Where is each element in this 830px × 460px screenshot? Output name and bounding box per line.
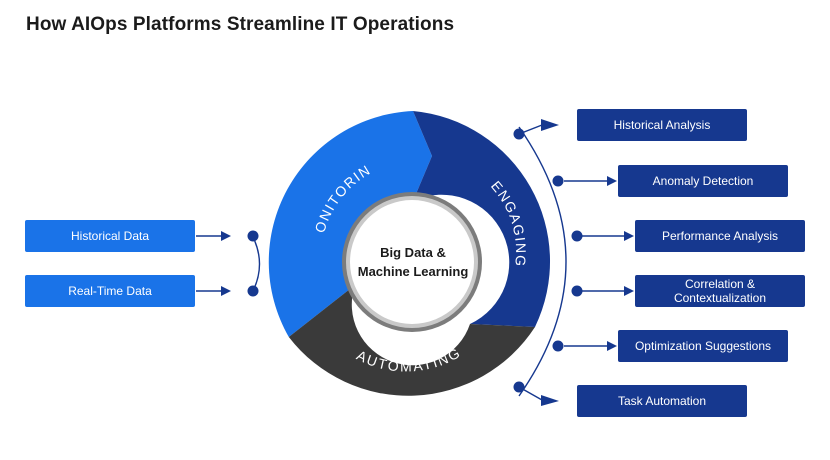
output-dot-5 [552,340,564,352]
output-dot-1 [513,128,525,140]
input-connectors [196,235,261,292]
output-arc [518,126,567,397]
input-dot-1 [247,230,259,242]
output-dot-2 [552,175,564,187]
output-box-task-automation: Task Automation [577,385,747,417]
output-box-performance-analysis: Performance Analysis [635,220,805,252]
output-connectors [518,124,625,401]
automating-segment [288,285,535,396]
output-arrowheads [541,119,634,406]
output-box-historical-analysis: Historical Analysis [577,109,747,141]
page-title: How AIOps Platforms Streamline IT Operat… [26,14,455,35]
monitoring-segment [268,111,432,337]
input-box-real-time-data: Real-Time Data [25,275,195,307]
engaging-segment [413,111,551,327]
input-box-historical-data: Historical Data [25,220,195,252]
center-label: Big Data & Machine Learning [357,245,469,279]
output-dot-6 [513,381,525,393]
input-dot-2 [247,285,259,297]
output-box-anomaly-detection: Anomaly Detection [618,165,788,197]
output-dot-4 [571,285,583,297]
output-box-correlation-contextualization: Correlation & Contextualization [635,275,805,307]
input-arrowheads [221,231,231,296]
output-dot-3 [571,230,583,242]
hub-circle [350,200,474,324]
output-box-optimization-suggestions: Optimization Suggestions [618,330,788,362]
